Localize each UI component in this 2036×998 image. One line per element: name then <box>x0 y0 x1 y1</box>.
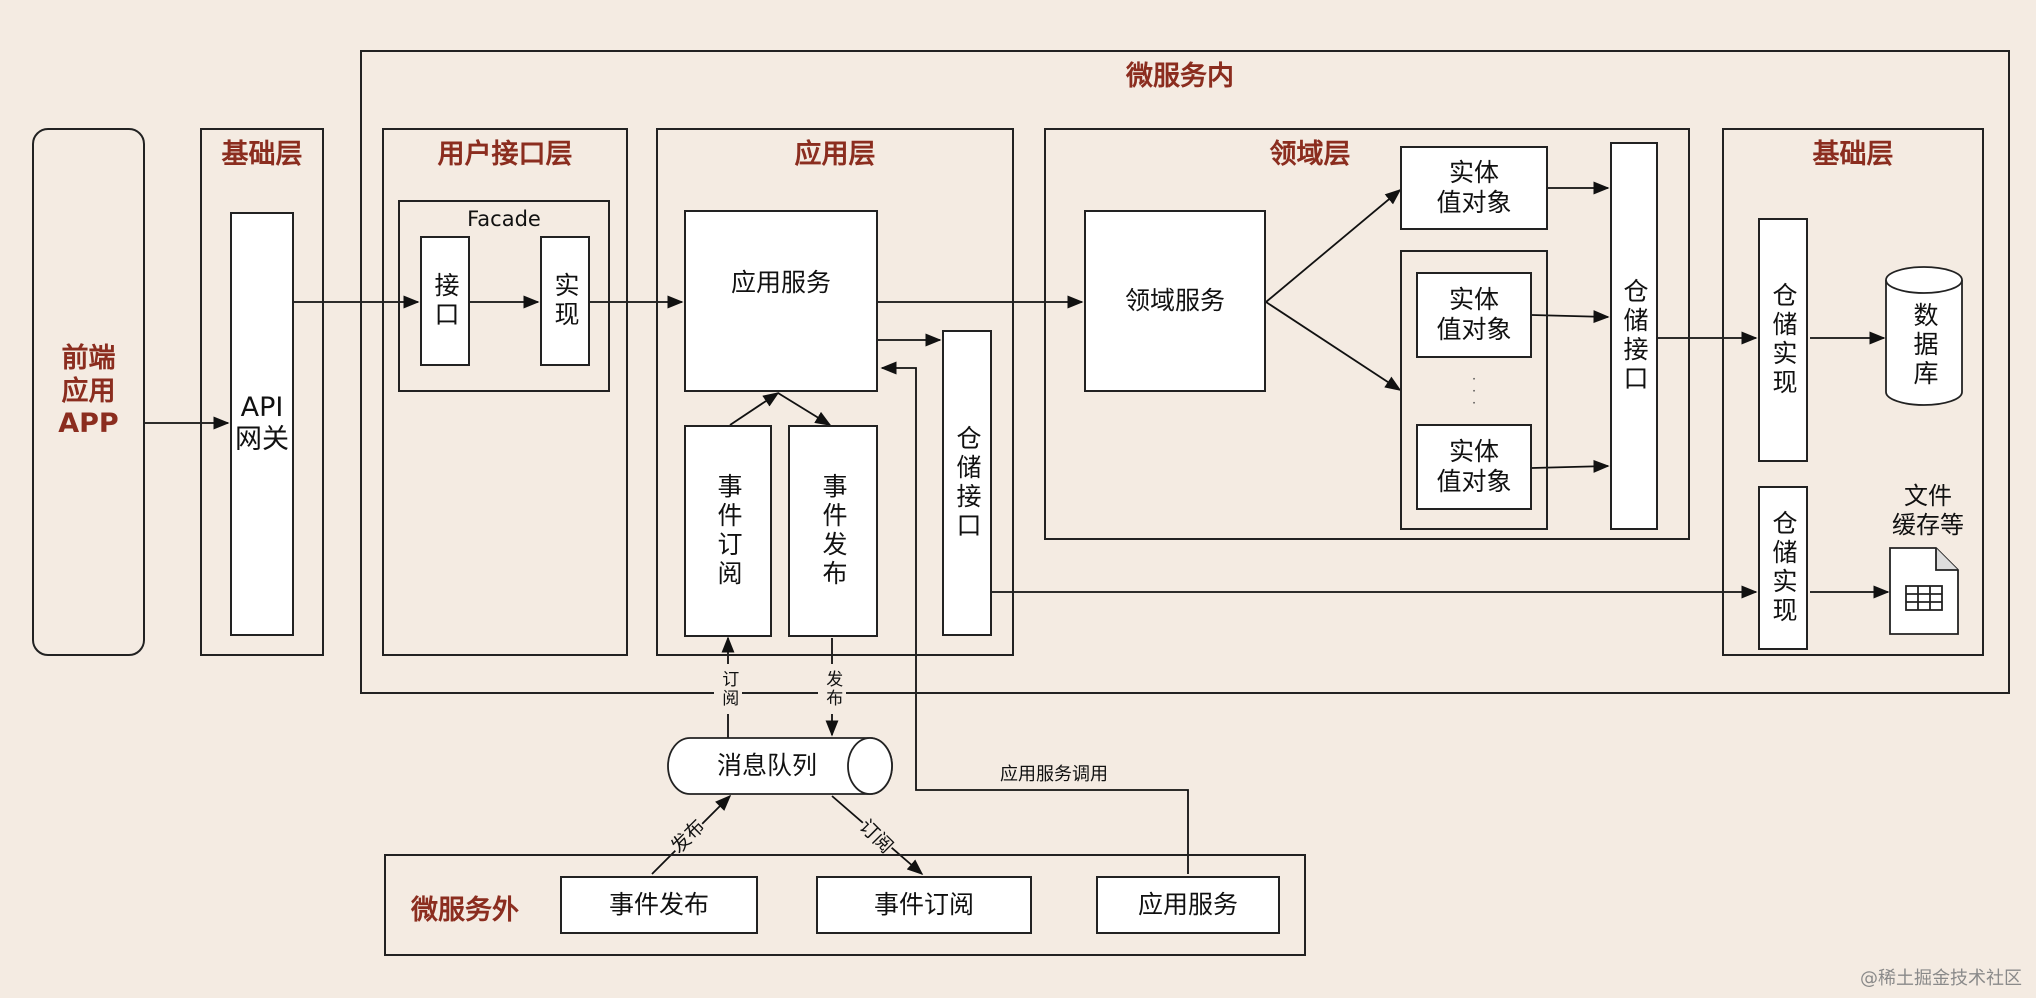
outside-title: 微服务外 <box>411 895 519 926</box>
domain-service-box: 领域服务 <box>1084 210 1266 392</box>
arrow-domain-entity-top <box>1265 188 1402 303</box>
gateway-label-line2: 网关 <box>235 424 289 455</box>
outside-event-subscribe-label: 事件订阅 <box>873 890 974 919</box>
entity-bot-line2: 值对象 <box>1436 467 1512 496</box>
entity-bot-line1: 实体 <box>1448 437 1499 466</box>
entity-mid-line2: 值对象 <box>1436 315 1512 344</box>
message-queue-label: 消息队列 <box>716 751 817 780</box>
inside-microservice-frame <box>360 50 2010 694</box>
entity-ellipsis: · · · <box>1472 372 1476 410</box>
interface-label: 接口 <box>431 272 460 330</box>
app-repo-interface-label: 仓储接口 <box>953 425 982 541</box>
facade-label: Facade <box>467 207 541 232</box>
arrow-outside-app-call <box>880 361 1189 874</box>
entity-group-box <box>1400 250 1548 530</box>
entity-mid-line1: 实体 <box>1448 285 1499 314</box>
arrow-subscribe-appservice <box>729 392 780 426</box>
arrow-domain-entity-group <box>1265 301 1402 391</box>
entity-mid-box: 实体 值对象 <box>1416 272 1532 358</box>
repo-impl-2-box: 仓储实现 <box>1758 486 1808 650</box>
publish-edge-label: 发布 <box>818 664 846 714</box>
domain-layer-title: 领域层 <box>1269 139 1351 170</box>
message-queue-shape <box>667 737 893 795</box>
outside-microservice-frame <box>384 854 1306 956</box>
arrow-entity-bot-repo <box>1531 459 1610 473</box>
files-label-line1: 文件 <box>1904 482 1952 511</box>
app-call-edge-label: 应用服务调用 <box>1000 760 1108 786</box>
subscribe-edge-label: 订阅 <box>714 664 742 714</box>
infra-right-title: 基础层 <box>1812 139 1894 170</box>
inside-title: 微服务内 <box>1126 61 1234 92</box>
entity-top-line1: 实体 <box>1448 158 1499 187</box>
infra-left-title: 基础层 <box>221 139 303 170</box>
entity-top-line2: 值对象 <box>1436 188 1512 217</box>
watermark: @稀土掘金技术社区 <box>1860 968 2022 989</box>
outside-event-publish-box: 事件发布 <box>560 876 758 934</box>
event-publish-label: 事件发布 <box>819 473 848 589</box>
database-icon <box>1885 266 1963 406</box>
domain-service-label: 领域服务 <box>1124 286 1225 315</box>
infra-left-layer <box>200 128 324 656</box>
outside-event-publish-label: 事件发布 <box>608 890 709 919</box>
frontend-label-line2: 应用 <box>61 375 116 407</box>
repo-impl-1-box: 仓储实现 <box>1758 218 1808 462</box>
impl-box: 实现 <box>540 236 590 366</box>
files-label-line2: 缓存等 <box>1892 511 1964 539</box>
frontend-label-line1: 前端 <box>61 343 116 375</box>
interface-box: 接口 <box>420 236 470 366</box>
app-service-box: 应用服务 <box>684 210 878 392</box>
frontend-app-box: 前端 应用 APP <box>32 128 145 656</box>
domain-repo-interface-label: 仓储接口 <box>1620 278 1649 394</box>
event-publish-box: 事件发布 <box>788 425 878 637</box>
application-layer-title: 应用层 <box>794 139 876 170</box>
repo-impl-1-label: 仓储实现 <box>1769 282 1798 398</box>
arrow-entity-mid-repo <box>1531 310 1610 324</box>
ui-layer <box>382 128 628 656</box>
repo-impl-2-label: 仓储实现 <box>1769 510 1798 626</box>
gateway-label-line1: API <box>240 391 284 423</box>
outside-app-service-label: 应用服务 <box>1137 890 1238 919</box>
event-subscribe-box: 事件订阅 <box>684 425 772 637</box>
domain-repo-interface-box: 仓储接口 <box>1610 142 1658 530</box>
app-repo-interface-box: 仓储接口 <box>942 330 992 636</box>
domain-layer <box>1044 128 1690 540</box>
application-layer <box>656 128 1014 656</box>
file-icon <box>1889 547 1959 635</box>
event-subscribe-label: 事件订阅 <box>714 473 743 589</box>
entity-bot-box: 实体 值对象 <box>1416 424 1532 510</box>
frontend-label-line3: APP <box>58 408 119 440</box>
entity-top-box: 实体 值对象 <box>1400 146 1548 230</box>
facade-box <box>398 200 610 392</box>
outside-event-subscribe-box: 事件订阅 <box>816 876 1032 934</box>
impl-label: 实现 <box>551 272 580 330</box>
infra-right-layer <box>1722 128 1984 656</box>
app-service-label: 应用服务 <box>730 268 831 298</box>
outside-app-service-box: 应用服务 <box>1096 876 1280 934</box>
api-gateway-box: API 网关 <box>230 212 294 636</box>
arrow-appservice-publish <box>777 392 832 426</box>
ui-layer-title: 用户接口层 <box>437 139 573 170</box>
database-label: 数据库 <box>1910 301 1939 389</box>
